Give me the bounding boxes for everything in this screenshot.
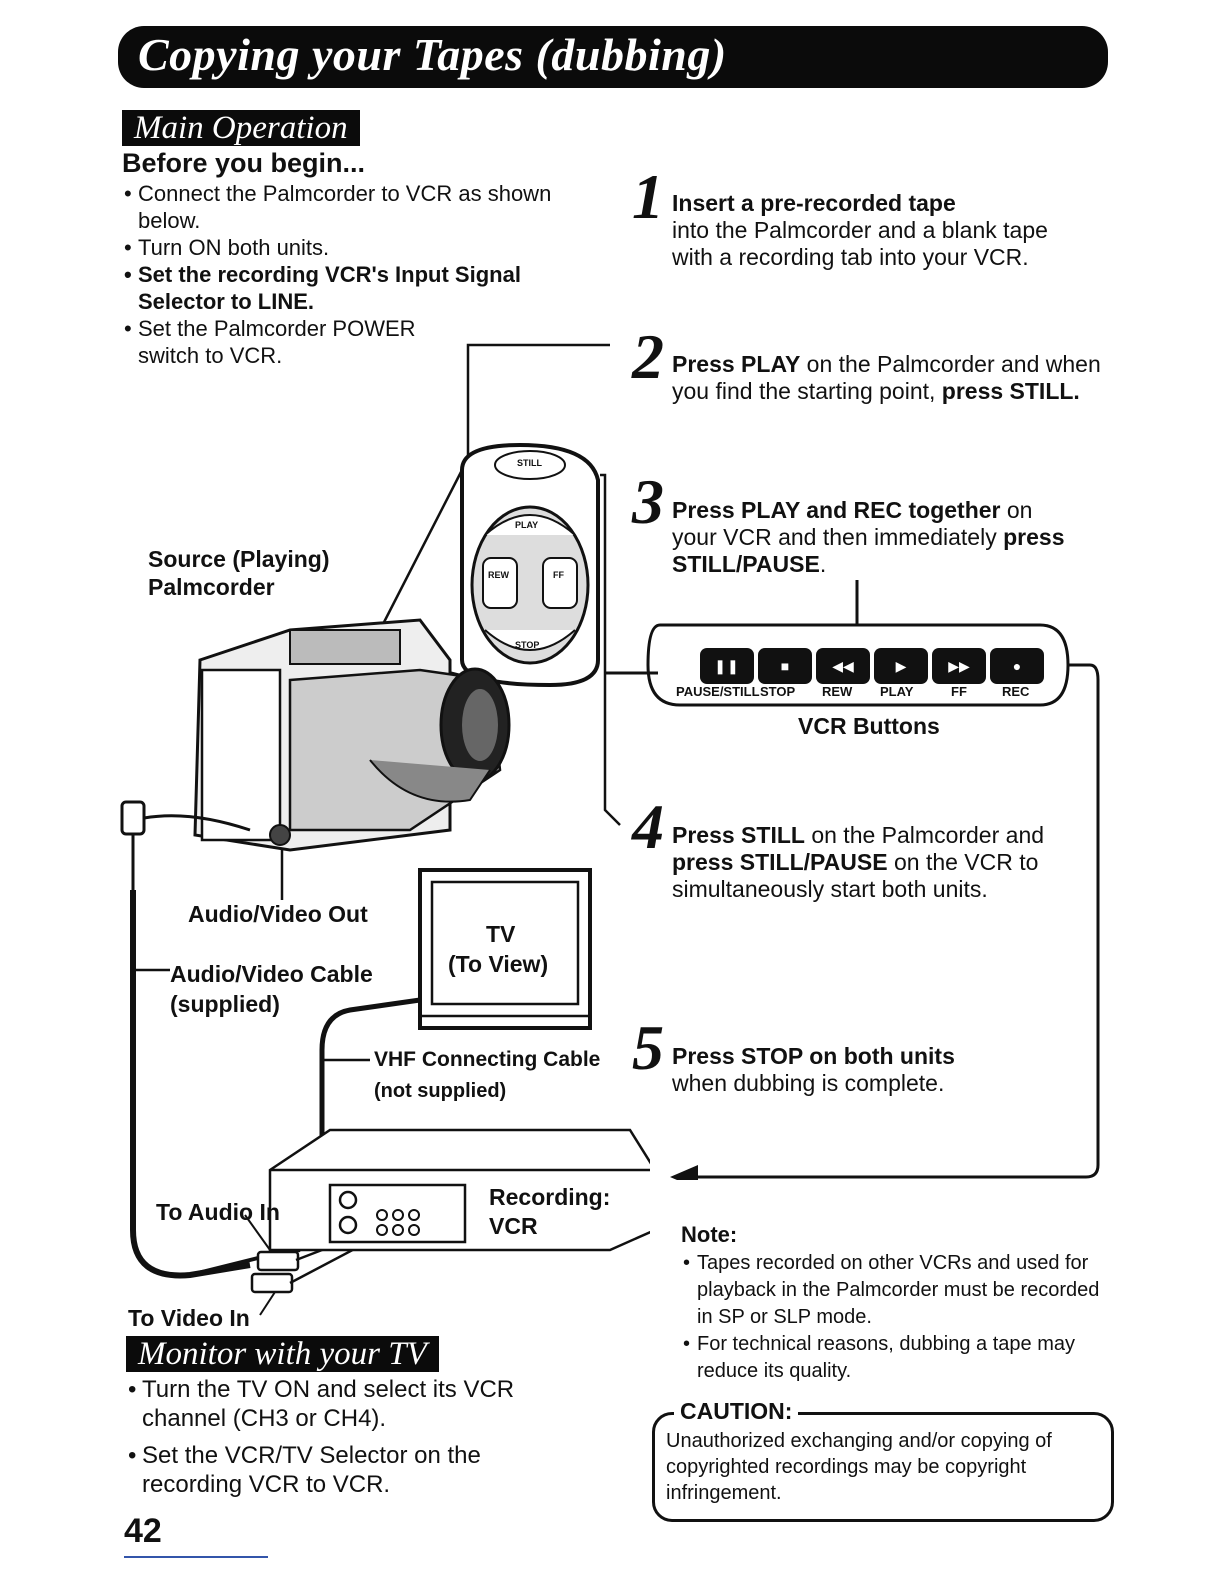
- list-item: Set the recording VCR's Input Signal Sel…: [122, 261, 578, 315]
- vcr-ff-button[interactable]: ▶▶: [932, 648, 986, 684]
- remote-rew-label: REW: [488, 570, 509, 580]
- connection-diagram: [120, 343, 650, 1316]
- vcr-stop-button[interactable]: ■: [758, 648, 812, 684]
- step-5-number: 5: [632, 1012, 664, 1083]
- vhf-cable-sub-label: (not supplied): [374, 1080, 507, 1102]
- list-item: Set the VCR/TV Selector on the recording…: [126, 1441, 522, 1499]
- page-number: 42: [124, 1512, 162, 1550]
- remote-play-label: PLAY: [515, 520, 539, 530]
- title-banner: [118, 26, 1108, 88]
- vcr-label-play: PLAY: [880, 684, 914, 699]
- video-in-label: To Video In: [128, 1305, 250, 1331]
- step-1-number: 1: [632, 161, 664, 232]
- remote-still-label: STILL: [517, 458, 542, 468]
- list-item: Turn the TV ON and select its VCR channe…: [126, 1375, 546, 1433]
- tv-label: TV: [486, 921, 516, 947]
- step-3-text: Press PLAY and REC together on your VCR …: [672, 497, 1065, 577]
- step-2-text: Press PLAY on the Palmcorder and when yo…: [672, 351, 1101, 404]
- remote-ff-label: FF: [553, 570, 564, 580]
- vcr-rec-button[interactable]: ●: [990, 648, 1044, 684]
- av-cable-sub-label: (supplied): [170, 991, 280, 1017]
- caution-box: [652, 1412, 1114, 1522]
- step-4-text: Press STILL on the Palmcorder and press …: [672, 822, 1045, 902]
- av-out-label: Audio/Video Out: [188, 901, 368, 927]
- step-3-number: 3: [632, 466, 664, 537]
- page-title: Copying your Tapes (dubbing): [138, 29, 727, 80]
- vcr-buttons-caption: VCR Buttons: [798, 713, 940, 739]
- tv-view-label: (To View): [448, 951, 549, 977]
- vcr-play-button[interactable]: ▶: [874, 648, 928, 684]
- vcr-button-row: ❚❚ ■ ◀◀ ▶ ▶▶ ●: [700, 648, 1044, 684]
- list-item: Connect the Palmcorder to VCR as shown b…: [122, 180, 612, 234]
- source-palmcorder-label: Source (Playing) Palmcorder: [148, 546, 330, 600]
- main-operation-heading: Main Operation: [122, 110, 360, 146]
- monitor-list: Turn the TV ON and select its VCR channe…: [126, 1375, 546, 1499]
- list-item: Tapes recorded on other VCRs and used fo…: [681, 1250, 1111, 1331]
- note-heading: Note:: [681, 1222, 738, 1247]
- vcr-label-rew: REW: [822, 684, 853, 699]
- av-cable-label: Audio/Video Cable: [170, 961, 373, 987]
- step-4-number: 4: [632, 791, 664, 862]
- before-you-begin-list: Connect the Palmcorder to VCR as shown b…: [122, 180, 612, 369]
- vcr-buttons-panel-lines: [605, 580, 1100, 1180]
- vhf-cable-label: VHF Connecting Cable: [374, 1048, 601, 1071]
- monitor-heading: Monitor with your TV: [126, 1336, 439, 1372]
- caution-text: Unauthorized exchanging and/or copying o…: [666, 1430, 1052, 1504]
- list-item: Set the Palmcorder POWER switch to VCR.: [122, 315, 468, 369]
- list-item: Turn ON both units.: [122, 234, 612, 261]
- vcr-label-ff: FF: [951, 684, 967, 699]
- before-you-begin-heading: Before you begin...: [122, 148, 366, 178]
- list-item: For technical reasons, dubbing a tape ma…: [681, 1331, 1111, 1385]
- vcr-label-rec: REC: [1002, 684, 1030, 699]
- vcr-pause-still-button[interactable]: ❚❚: [700, 648, 754, 684]
- recording-vcr-label: Recording:: [489, 1184, 611, 1210]
- remote-stop-label: STOP: [515, 640, 540, 650]
- vcr-rew-button[interactable]: ◀◀: [816, 648, 870, 684]
- vcr-label-pause-still: PAUSE/STILL: [676, 684, 760, 699]
- audio-in-label: To Audio In: [156, 1199, 280, 1225]
- vcr-label-stop: STOP: [760, 684, 796, 699]
- step-2-number: 2: [632, 321, 664, 392]
- footer-rule: [124, 1556, 268, 1558]
- recording-vcr-label-2: VCR: [489, 1213, 538, 1239]
- note-list: Tapes recorded on other VCRs and used fo…: [681, 1250, 1111, 1385]
- caution-heading: CAUTION:: [674, 1398, 799, 1425]
